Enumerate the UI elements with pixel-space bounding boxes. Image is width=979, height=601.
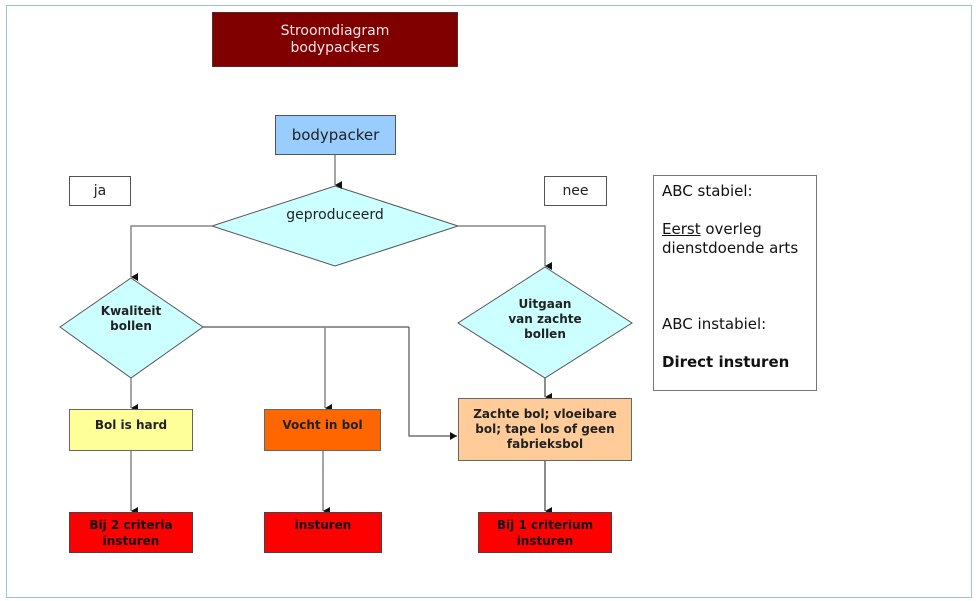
decision-geproduceerd-label: geproduceerd bbox=[286, 207, 384, 223]
decision-uitgaan-label: Uitgaan van zachte bollen bbox=[480, 297, 610, 342]
abc-stable-rest: overleg bbox=[700, 220, 762, 238]
result1-line-2: insturen bbox=[102, 534, 160, 548]
title-line-2: bodypackers bbox=[290, 39, 380, 56]
abc-stable-line-1: Eerst overleg bbox=[662, 220, 808, 239]
connector-nee bbox=[458, 225, 552, 270]
bol-hard-label: Bol is hard bbox=[94, 418, 168, 432]
slide-frame bbox=[6, 5, 972, 598]
branch-label-nee: nee bbox=[544, 176, 607, 206]
uitgaan-line-1: Uitgaan bbox=[518, 297, 572, 311]
result-bij-1-criterium: Bij 1 criterium insturen bbox=[478, 512, 612, 553]
process-vocht-in-bol: Vocht in bol bbox=[264, 409, 381, 451]
result-bij-2-criteria: Bij 2 criteria insturen bbox=[69, 512, 193, 553]
branch-label-ja: ja bbox=[69, 176, 131, 206]
abc-stable-emphasis: Eerst bbox=[662, 220, 701, 238]
result-insturen: insturen bbox=[264, 512, 382, 553]
process-zachte-bol: Zachte bol; vloeibare bol; tape los of g… bbox=[458, 398, 632, 461]
start-node-label: bodypacker bbox=[291, 126, 380, 144]
abc-note-box: ABC stabiel: Eerst overleg dienstdoende … bbox=[653, 175, 817, 391]
connector-ja bbox=[130, 225, 212, 281]
nee-text: nee bbox=[562, 183, 589, 199]
diagram-title: Stroomdiagram bodypackers bbox=[212, 12, 458, 67]
abc-stable-heading: ABC stabiel: bbox=[662, 182, 753, 200]
result1-line-1: Bij 2 criteria bbox=[89, 518, 173, 532]
abc-unstable-heading: ABC instabiel: bbox=[662, 315, 767, 333]
result2-label: insturen bbox=[294, 518, 352, 532]
start-node-bodypacker: bodypacker bbox=[275, 115, 396, 155]
connector-to-zacht bbox=[408, 327, 457, 440]
vocht-label: Vocht in bol bbox=[282, 418, 363, 432]
abc-unstable-action: Direct insturen bbox=[662, 353, 790, 371]
process-bol-is-hard: Bol is hard bbox=[69, 409, 193, 451]
uitgaan-line-2: van zachte bbox=[508, 312, 582, 326]
uitgaan-line-3: bollen bbox=[524, 327, 566, 341]
kwaliteit-line-1: Kwaliteit bbox=[100, 304, 162, 318]
result3-line-2: insturen bbox=[516, 534, 574, 548]
ja-text: ja bbox=[93, 183, 107, 199]
zacht-line-3: fabrieksbol bbox=[506, 437, 584, 451]
kwaliteit-line-2: bollen bbox=[110, 319, 152, 333]
abc-stable-line-2: dienstdoende arts bbox=[662, 239, 799, 257]
decision-geproduceerd-shape bbox=[210, 185, 460, 267]
title-line-1: Stroomdiagram bbox=[280, 22, 390, 39]
decision-kwaliteit-label: Kwaliteit bollen bbox=[71, 304, 191, 334]
zacht-line-1: Zachte bol; vloeibare bbox=[473, 407, 617, 421]
result3-line-1: Bij 1 criterium bbox=[496, 518, 594, 532]
zacht-line-2: bol; tape los of geen bbox=[475, 422, 615, 436]
